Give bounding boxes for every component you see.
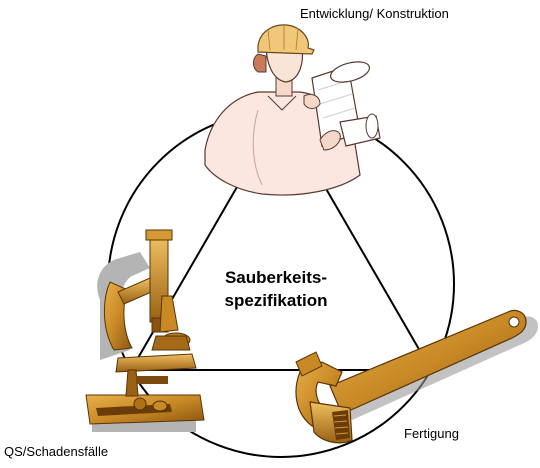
- label-quality-assurance: QS/Schadensfälle: [4, 444, 109, 459]
- process-triangle: [129, 109, 433, 371]
- label-development-design: Entwicklung/ Konstruktion: [300, 6, 449, 21]
- adjustable-wrench-icon: [295, 309, 538, 444]
- label-manufacturing: Fertigung: [404, 426, 459, 441]
- microscope-icon: [85, 229, 205, 432]
- center-title: Sauberkeits- spezifikation: [208, 266, 344, 312]
- center-title-line-1: Sauberkeits-: [224, 268, 328, 287]
- center-title-line-2: spezifikation: [224, 291, 328, 310]
- engineer-with-blueprints-icon: [204, 24, 381, 196]
